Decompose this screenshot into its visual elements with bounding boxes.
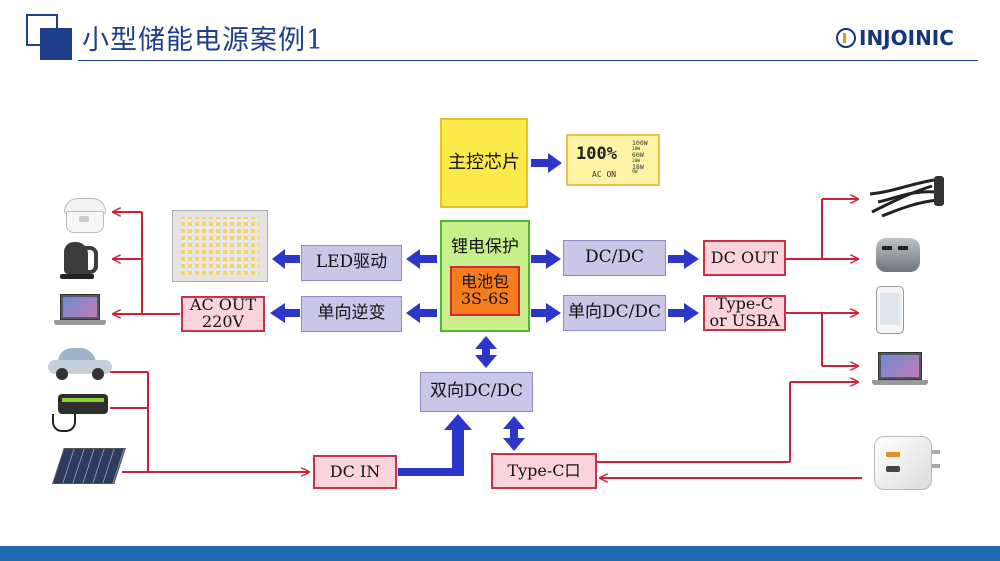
typec-port-box: Type-C口 [491,453,597,489]
display-power-5: 18W [632,162,644,171]
single-dcdc-box: 单向DC/DC [563,295,666,331]
battery-bidir-arrow [475,336,497,368]
battery-to-inverter-arrow [406,303,437,323]
bidir-typec-arrow [503,416,525,451]
car-charger-icon [868,232,928,276]
display-power-3: 60W [632,150,644,159]
header-logo-mark [26,14,74,62]
laptop-right-icon [872,352,928,388]
bidir-dcdc-box: 双向DC/DC [420,372,533,412]
battery-pack-box: 电池包 3S-6S [450,266,520,316]
led-driver-to-panel-arrow [272,249,300,269]
dcdc-box: DC/DC [563,240,666,276]
dc-in-box: DC IN [313,455,397,489]
logo-circle-icon [836,28,856,48]
display-power-1: 100W [632,139,648,147]
battery-to-led-arrow [406,249,437,269]
logo-text: INJOINIC [859,26,954,50]
charger-icon [48,392,114,432]
dc-out-box: DC OUT [703,240,786,276]
display-status: AC ON [592,170,617,179]
typec-usba-box: Type-C or USBA [703,295,786,331]
led-panel-image [172,210,268,282]
battery-protect-label: 锂电保护 [451,237,519,257]
display-power-6: 9W [632,170,638,176]
battery-protect-box: 锂电保护 电池包 3S-6S [440,220,530,332]
display-percent: 100% [576,144,617,164]
page-title: 小型储能电源案例1 [82,25,325,56]
inverter-to-acout-arrow [270,303,300,323]
car-icon [46,346,114,380]
display-power-4: 20W [632,158,641,164]
inverter-box: 单向逆变 [301,296,402,332]
company-logo: INJOINIC [836,24,954,52]
main-chip-box: 主控芯片 [440,118,528,208]
wall-adapter-icon [870,432,942,494]
display-power-2: 20W [632,146,641,152]
cable-set-icon [862,172,950,220]
kettle-icon [58,238,100,280]
header-rule [78,60,978,61]
chip-to-display-arrow [531,153,562,173]
dcdc-to-dcout-arrow [668,249,699,269]
phone-icon [876,286,906,336]
single-dcdc-to-typec-arrow [668,303,699,323]
laptop-left-icon [54,294,106,328]
battery-to-single-dcdc-arrow [531,303,561,323]
rice-cooker-icon [62,196,106,233]
footer-bar [0,546,1000,561]
led-driver-box: LED驱动 [301,245,402,281]
battery-to-dcdc-arrow [531,249,561,269]
ac-out-box: AC OUT 220V [181,296,265,332]
display-power-list: 100W 20W 60W 20W 18W 9W [632,139,648,176]
display-panel: 100% AC ON 100W 20W 60W 20W 18W 9W [566,134,660,186]
solar-panel-icon [52,444,126,488]
dcin-to-bidir-arrow [398,414,472,476]
